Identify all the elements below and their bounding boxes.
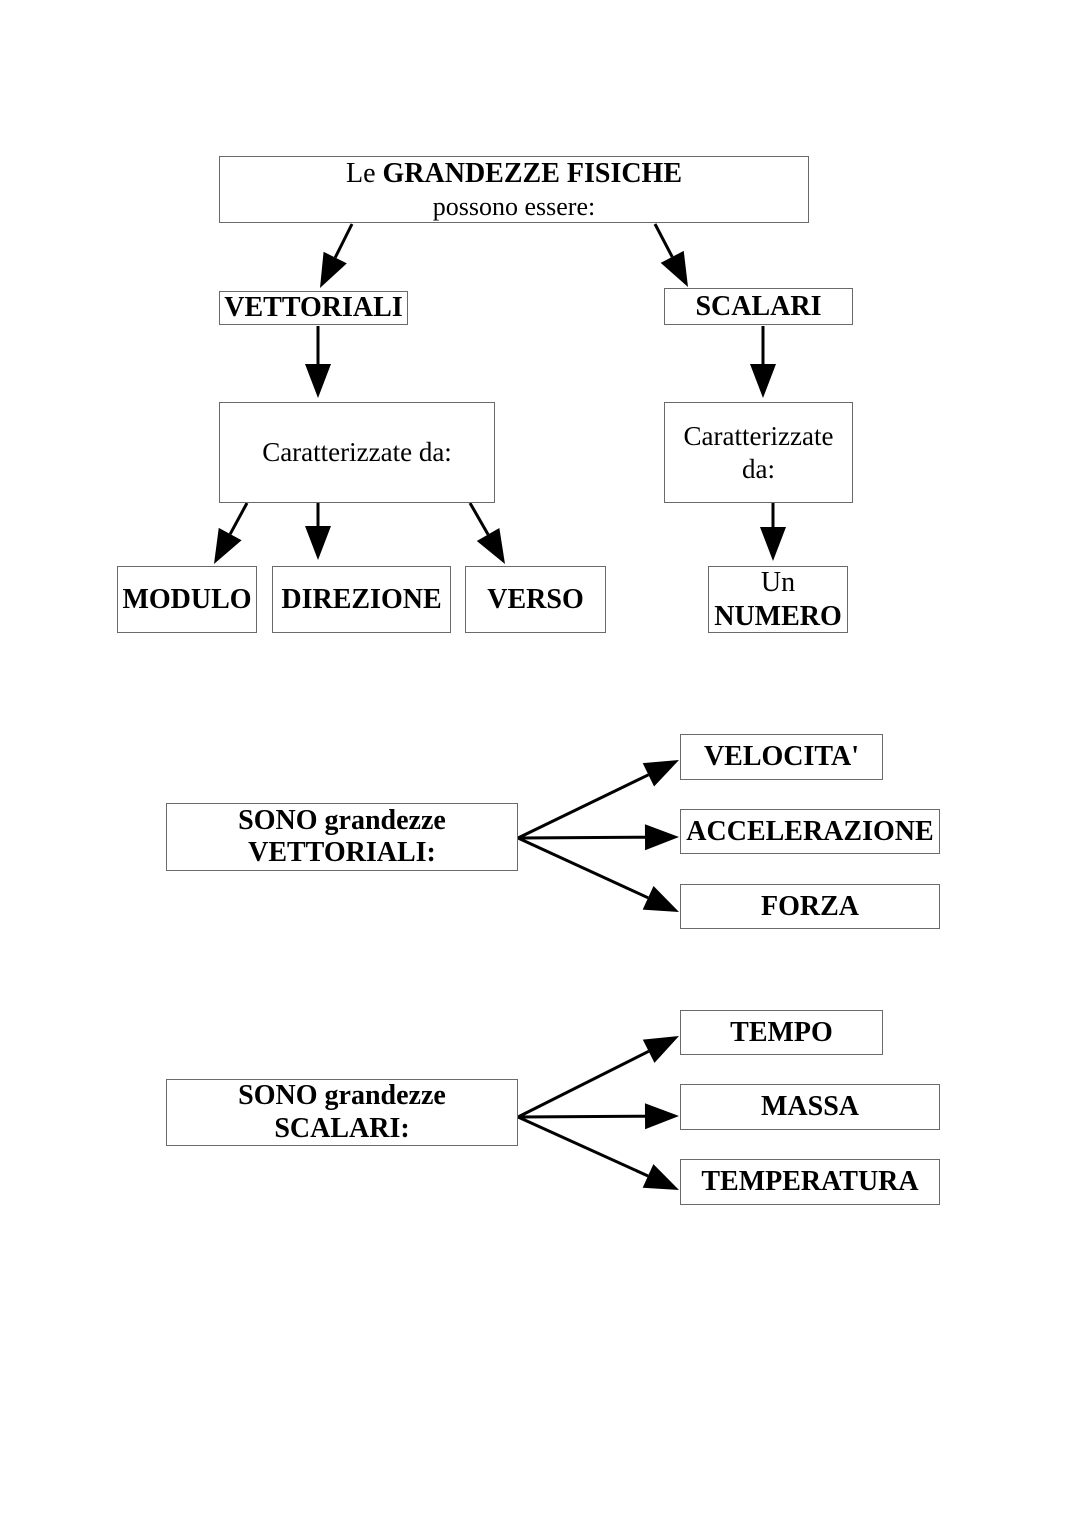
arrow-vector-to-accelerazione — [517, 824, 679, 851]
arrow-scalari-to-characterized — [750, 326, 776, 398]
arrow-characterized-to-verso-line — [468, 502, 490, 536]
scalar-examples-source-line1: SONO grandezze — [238, 1080, 446, 1112]
scalar-examples-source-line2: SCALARI: — [274, 1112, 410, 1144]
root-subtitle: possono essere: — [432, 191, 596, 221]
arrow-vettoriali-to-characterized — [305, 326, 331, 398]
arrow-characterized-to-modulo-line — [228, 502, 249, 535]
example-tempo-node: TEMPO — [680, 1010, 883, 1055]
property-modulo-node: MODULO — [117, 566, 257, 633]
vector-characterized-label: Caratterizzate da: — [262, 437, 452, 468]
property-verso-label: VERSO — [487, 583, 584, 615]
arrow-root-to-scalari-line — [653, 223, 674, 258]
root-prefix: Le — [345, 158, 376, 190]
scalar-examples-source-node: SONO grandezze SCALARI: — [166, 1079, 518, 1146]
arrowhead-icon — [214, 527, 242, 564]
example-forza-label: FORZA — [761, 890, 859, 922]
example-temperatura-label: TEMPERATURA — [701, 1166, 919, 1198]
property-numero-node: Un NUMERO — [708, 566, 848, 633]
scalar-characterized-line1: Caratterizzate — [683, 421, 834, 452]
arrowhead-icon — [476, 528, 505, 564]
arrow-characterized-to-verso — [468, 502, 505, 564]
arrowhead-icon — [320, 251, 347, 288]
arrow-scalar-to-tempo — [517, 1036, 679, 1119]
arrowhead-icon — [305, 364, 331, 398]
vector-examples-source-line1: SONO grandezze — [238, 804, 446, 836]
scalari-label: SCALARI — [695, 290, 822, 322]
arrowhead-icon — [750, 364, 776, 398]
arrowhead-icon — [642, 1164, 679, 1190]
arrow-characterized-to-direzione — [305, 503, 331, 560]
scalar-characterized-line2: da: — [742, 453, 775, 484]
arrow-vector-to-forza — [517, 836, 679, 912]
arrow-root-to-scalari — [653, 223, 688, 287]
example-forza-node: FORZA — [680, 884, 940, 929]
arrow-characterized-to-numero — [760, 503, 786, 561]
property-verso-node: VERSO — [465, 566, 606, 633]
arrow-scalar-to-tempo-line — [517, 1049, 650, 1119]
arrowhead-icon — [760, 527, 786, 561]
root-node: Le GRANDEZZE FISICHE possono essere: — [219, 156, 809, 223]
example-velocita-label: VELOCITA' — [703, 741, 860, 773]
vector-examples-source-node: SONO grandezze VETTORIALI: — [166, 803, 518, 871]
arrow-scalar-to-temperatura — [517, 1115, 679, 1190]
arrow-root-to-vettoriali-line — [333, 223, 354, 259]
vettoriali-label: VETTORIALI — [224, 292, 403, 324]
example-massa-label: MASSA — [760, 1091, 859, 1123]
arrow-root-to-vettoriali — [320, 223, 354, 288]
property-direzione-label: DIREZIONE — [281, 583, 442, 615]
vector-examples-source-line2: VETTORIALI: — [248, 837, 436, 868]
arrowhead-icon — [305, 526, 331, 560]
arrowhead-icon — [642, 760, 679, 787]
property-direzione-node: DIREZIONE — [272, 566, 451, 633]
scalar-characterized-node: Caratterizzate da: — [664, 402, 853, 503]
root-title-bold: GRANDEZZE FISICHE — [382, 158, 683, 190]
arrow-characterized-to-modulo — [214, 502, 249, 564]
example-temperatura-node: TEMPERATURA — [680, 1159, 940, 1205]
scalari-node: SCALARI — [664, 288, 853, 325]
example-accelerazione-label: ACCELERAZIONE — [686, 815, 934, 847]
arrow-scalar-to-massa — [517, 1103, 679, 1130]
arrow-scalar-to-temperatura-line — [517, 1115, 649, 1178]
arrowhead-icon — [642, 885, 679, 912]
arrow-vector-to-forza-line — [517, 836, 649, 900]
example-accelerazione-node: ACCELERAZIONE — [680, 809, 940, 854]
arrowhead-icon — [642, 1036, 679, 1063]
example-massa-node: MASSA — [680, 1084, 940, 1130]
arrow-vector-to-velocita-line — [517, 773, 650, 840]
property-modulo-label: MODULO — [122, 583, 252, 615]
vettoriali-node: VETTORIALI — [219, 291, 408, 325]
example-velocita-node: VELOCITA' — [680, 734, 883, 780]
example-tempo-label: TEMPO — [730, 1016, 833, 1048]
vector-characterized-node: Caratterizzate da: — [219, 402, 495, 503]
root-title: Le GRANDEZZE FISICHE — [346, 157, 682, 191]
arrow-vector-to-velocita — [517, 760, 679, 840]
arrowhead-icon — [644, 1103, 679, 1130]
property-numero-line2: NUMERO — [714, 600, 842, 632]
property-numero-line1: Un — [760, 566, 796, 598]
arrowhead-icon — [660, 250, 688, 287]
arrow-scalar-to-massa-line — [517, 1114, 646, 1119]
arrowhead-icon — [644, 824, 679, 851]
arrow-vector-to-accelerazione-line — [517, 835, 646, 840]
